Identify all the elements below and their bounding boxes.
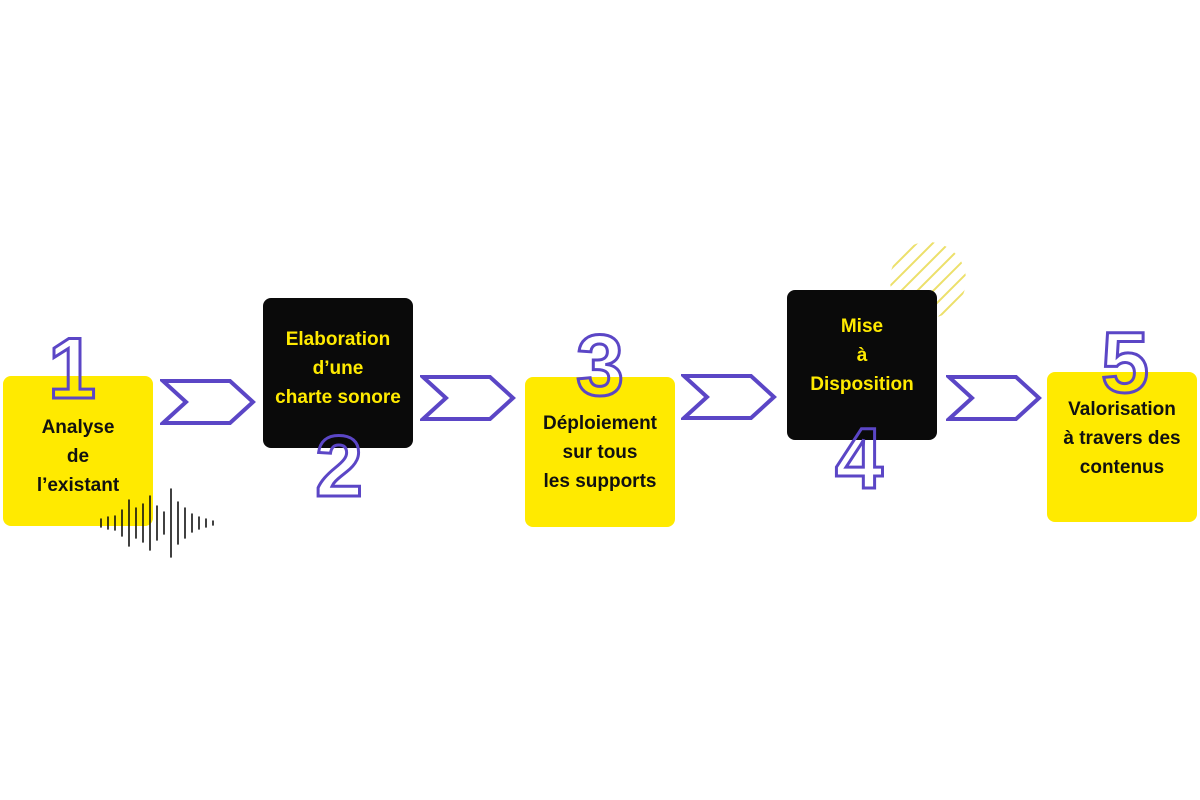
sound-wave-icon <box>100 488 214 558</box>
step-5-number: 5 <box>1100 315 1151 411</box>
step-4-number: 4 <box>834 411 885 507</box>
chevron-arrow-icon <box>946 375 1042 421</box>
chevron-arrow-icon <box>160 379 256 425</box>
step-3-box: Déploiement sur tous les supports <box>525 377 675 527</box>
step-2-label: Elaboration d’une charte sonore <box>275 328 401 408</box>
step-5-box: Valorisation à travers des contenus <box>1047 372 1197 522</box>
step-1-number: 1 <box>47 321 98 417</box>
step-4-label: Mise à Disposition <box>810 315 914 395</box>
chevron-arrow-icon <box>681 374 777 420</box>
step-2-number: 2 <box>314 419 365 515</box>
step-3-number: 3 <box>575 318 626 414</box>
step-3-label: Déploiement sur tous les supports <box>542 412 658 492</box>
step-5-label: Valorisation à travers des contenus <box>1063 398 1181 478</box>
chevron-arrow-icon <box>420 375 516 421</box>
step-2-box: Elaboration d’une charte sonore <box>263 298 413 448</box>
step-4-box: Mise à Disposition <box>787 290 937 440</box>
step-1-box: Analyse de l’existant <box>3 376 153 526</box>
step-1-label: Analyse de l’existant <box>36 416 120 496</box>
